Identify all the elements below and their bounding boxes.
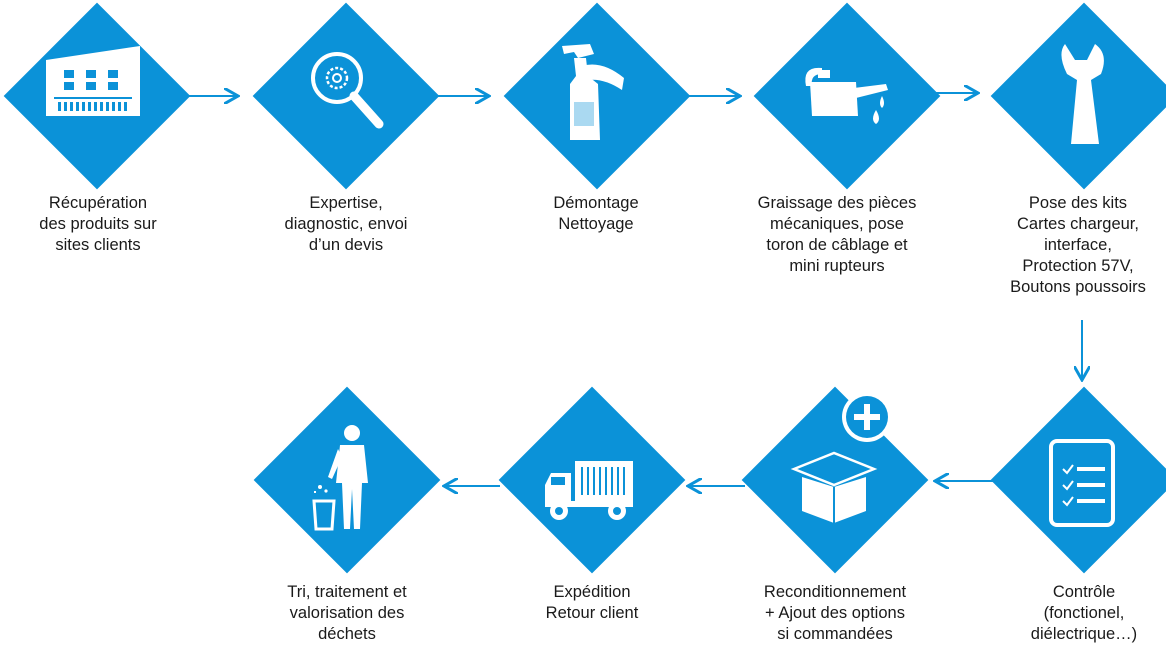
step-caption: Expertise, diagnostic, envoi d’un devis: [284, 194, 408, 254]
step-caption: Démontage Nettoyage: [553, 194, 639, 233]
step-caption: Graissage des pièces mécaniques, pose to…: [757, 194, 917, 275]
checklist-icon: [1029, 425, 1139, 535]
step-caption: Contrôle (fonctionel, diélectrique…): [1030, 583, 1138, 643]
step-caption: Reconditionnement + Ajout des options si…: [763, 583, 907, 643]
open-box-plus-icon: [780, 425, 890, 535]
person-trash-icon: [292, 425, 402, 535]
step-caption: Récupération des produits sur sites clie…: [39, 194, 157, 254]
magnifier-gear-icon: [291, 40, 401, 150]
step-caption: Tri, traitement et valorisation des déch…: [287, 583, 407, 643]
factory-icon: [42, 42, 152, 152]
plus-badge-icon: [842, 392, 892, 442]
step-caption: Expédition Retour client: [545, 583, 639, 622]
oil-can-icon: [792, 40, 902, 150]
wrench-icon: [1029, 40, 1139, 150]
truck-icon: [537, 425, 647, 535]
step-caption: Pose des kits Cartes chargeur, interface…: [1010, 194, 1146, 296]
spray-bottle-icon: [542, 40, 652, 150]
